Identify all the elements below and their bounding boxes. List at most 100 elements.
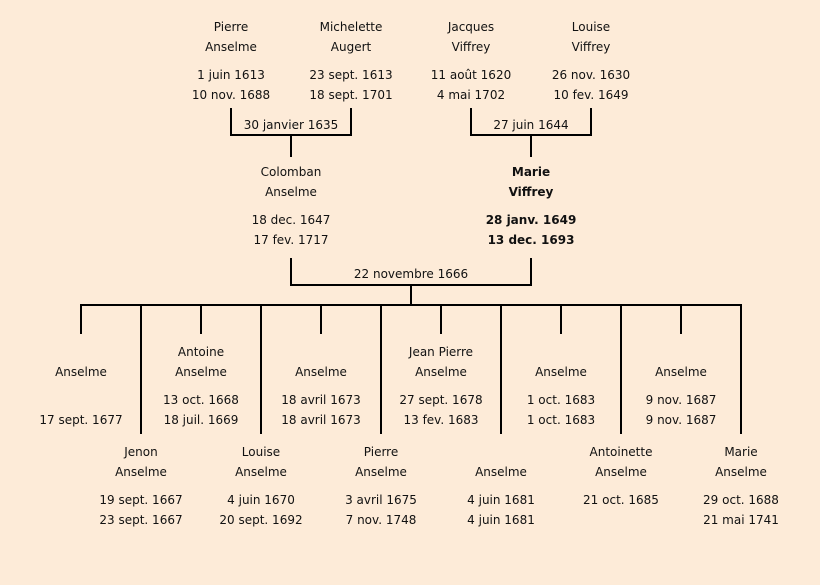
death-date: 13 dec. 1693 — [487, 233, 575, 247]
last-name: Anselme — [205, 40, 257, 54]
connector-line — [290, 134, 292, 157]
last-name: Anselme — [535, 365, 587, 379]
marriage-date: 22 novembre 1666 — [353, 267, 469, 281]
last-name: Anselme — [235, 465, 287, 479]
marriage-date: 30 janvier 1635 — [243, 118, 339, 132]
first-name — [16, 342, 146, 362]
connector-line — [530, 134, 532, 157]
connector-line — [470, 108, 472, 136]
first-name: Jean Pierre — [408, 345, 474, 359]
last-name: Anselme — [595, 465, 647, 479]
children-line — [80, 304, 742, 306]
connector-line — [440, 304, 442, 334]
last-name: Anselme — [655, 365, 707, 379]
connector-line — [410, 284, 412, 306]
death-date: 10 fev. 1649 — [553, 88, 629, 102]
last-name: Anselme — [715, 465, 767, 479]
death-date: 18 avril 1673 — [281, 413, 361, 427]
first-name: Louise — [241, 445, 281, 459]
birth-date: 18 avril 1673 — [281, 393, 361, 407]
birth-date: 4 juin 1681 — [467, 493, 535, 507]
death-date: 21 mai 1741 — [703, 513, 779, 527]
last-name: Anselme — [115, 465, 167, 479]
birth-date: 1 juin 1613 — [197, 68, 265, 82]
death-date: 4 mai 1702 — [436, 88, 506, 102]
death-date: 10 nov. 1688 — [191, 88, 271, 102]
connector-line — [140, 304, 142, 434]
birth-date: 23 sept. 1613 — [309, 68, 393, 82]
connector-line — [680, 304, 682, 334]
connector-line — [320, 304, 322, 334]
birth-date: 13 oct. 1668 — [163, 393, 239, 407]
first-name — [256, 342, 386, 362]
connector-line — [380, 304, 382, 434]
birth-date: 4 juin 1670 — [227, 493, 295, 507]
death-date: 17 sept. 1677 — [39, 413, 123, 427]
death-date: 13 fev. 1683 — [403, 413, 479, 427]
last-name: Anselme — [175, 365, 227, 379]
connector-line — [560, 304, 562, 334]
connector-line — [200, 304, 202, 334]
death-date — [556, 510, 686, 530]
connector-line — [290, 258, 292, 286]
last-name: Anselme — [295, 365, 347, 379]
birth-date: 3 avril 1675 — [345, 493, 417, 507]
first-name: Colomban — [260, 165, 322, 179]
death-date: 1 oct. 1683 — [526, 413, 596, 427]
connector-line — [80, 304, 82, 334]
death-date: 7 nov. 1748 — [345, 513, 417, 527]
last-name: Anselme — [355, 465, 407, 479]
death-date: 18 juil. 1669 — [163, 413, 239, 427]
death-date: 17 fev. 1717 — [253, 233, 329, 247]
birth-date: 1 oct. 1683 — [526, 393, 596, 407]
last-name: Viffrey — [508, 185, 554, 199]
birth-date: 18 dec. 1647 — [251, 213, 331, 227]
birth-date: 11 août 1620 — [430, 68, 512, 82]
last-name: Augert — [330, 40, 372, 54]
connector-line — [500, 304, 502, 434]
first-name: Michelette — [319, 20, 383, 34]
connector-line — [740, 304, 742, 434]
connector-line — [530, 258, 532, 286]
birth-date: 26 nov. 1630 — [551, 68, 631, 82]
first-name: Antoinette — [589, 445, 653, 459]
death-date: 4 juin 1681 — [467, 513, 535, 527]
last-name: Viffrey — [571, 40, 611, 54]
last-name: Anselme — [415, 365, 467, 379]
last-name: Viffrey — [451, 40, 491, 54]
first-name — [616, 342, 746, 362]
first-name: Pierre — [363, 445, 399, 459]
connector-line — [350, 108, 352, 136]
marriage-date: 27 juin 1644 — [493, 118, 569, 132]
death-date: 9 nov. 1687 — [645, 413, 717, 427]
first-name: Jenon — [124, 445, 158, 459]
birth-date: 27 sept. 1678 — [399, 393, 483, 407]
first-name: Antoine — [177, 345, 225, 359]
connector-line — [590, 108, 592, 136]
birth-date: 28 janv. 1649 — [485, 213, 577, 227]
death-date: 18 sept. 1701 — [309, 88, 393, 102]
connector-line — [260, 304, 262, 434]
first-name: Marie — [511, 165, 551, 179]
first-name: Jacques — [447, 20, 495, 34]
first-name — [496, 342, 626, 362]
last-name: Anselme — [265, 185, 317, 199]
death-date: 23 sept. 1667 — [99, 513, 183, 527]
first-name: Pierre — [213, 20, 249, 34]
connector-line — [230, 108, 232, 136]
death-date: 20 sept. 1692 — [219, 513, 303, 527]
